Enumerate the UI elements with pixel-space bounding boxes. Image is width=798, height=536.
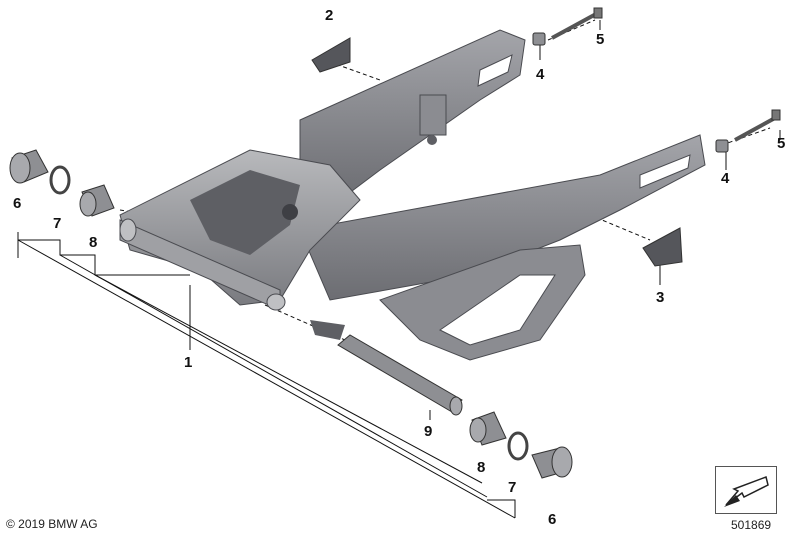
copyright: © 2019 BMW AG [6, 517, 98, 531]
swingarm [119, 29, 706, 361]
part-5-bolt-lower [734, 109, 781, 142]
callout-4: 4 [721, 170, 730, 187]
part-6-sleeve-right [531, 446, 573, 479]
callout-8: 8 [477, 459, 486, 476]
callout-7: 7 [508, 479, 517, 496]
part-8-bearing-left [79, 184, 115, 217]
orientation-arrow-box [715, 466, 777, 514]
part-4-nut-lower [715, 139, 729, 153]
callout-8: 8 [89, 234, 98, 251]
figure-number: 501869 [731, 518, 772, 532]
callout-3: 3 [656, 289, 665, 306]
callout-2: 2 [325, 7, 334, 24]
callout-5: 5 [777, 135, 786, 152]
part-4-nut-upper [532, 32, 546, 46]
callout-7: 7 [53, 215, 62, 232]
callout-9: 9 [424, 423, 433, 440]
callout-4: 4 [536, 66, 545, 83]
part-5-bolt-upper [551, 7, 603, 40]
part-2-trim-cover [311, 37, 351, 73]
part-8-bearing-right [469, 411, 507, 446]
callout-6: 6 [548, 511, 557, 528]
callout-6: 6 [13, 195, 22, 212]
part-9-pivot-shaft [337, 334, 463, 416]
callout-5: 5 [596, 31, 605, 48]
part-7-seal-right [507, 431, 529, 461]
arrow-icon [724, 476, 769, 507]
part-7-seal-left [49, 165, 71, 195]
part-6-sleeve-left [9, 149, 49, 184]
callout-1: 1 [184, 354, 193, 371]
part-3-trim-cover [642, 227, 683, 267]
